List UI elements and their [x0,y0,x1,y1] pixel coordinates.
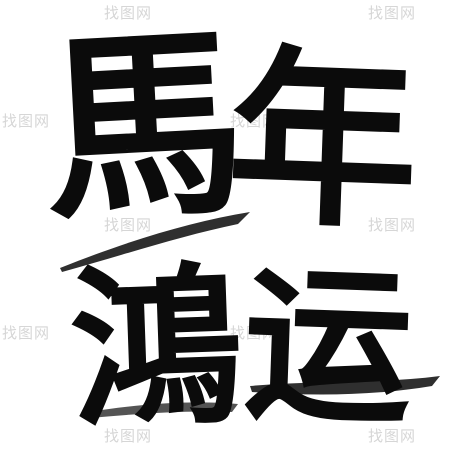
calligraphy-char-hong: 鴻 [66,243,246,452]
watermark: 找图网 [2,324,51,342]
calligraphy-char-nian: 年 [224,25,422,256]
watermark: 找图网 [368,216,417,234]
watermark: 找图网 [104,427,153,445]
watermark: 找图网 [104,4,153,22]
watermark: 找图网 [368,4,417,22]
watermark: 找图网 [2,112,51,130]
calligraphy-char-ma: 馬 [37,4,251,251]
calligraphy-char-yun: 运 [240,244,416,448]
watermark: 找图网 [230,324,279,342]
watermark: 找图网 [230,112,279,130]
watermark: 找图网 [368,427,417,445]
